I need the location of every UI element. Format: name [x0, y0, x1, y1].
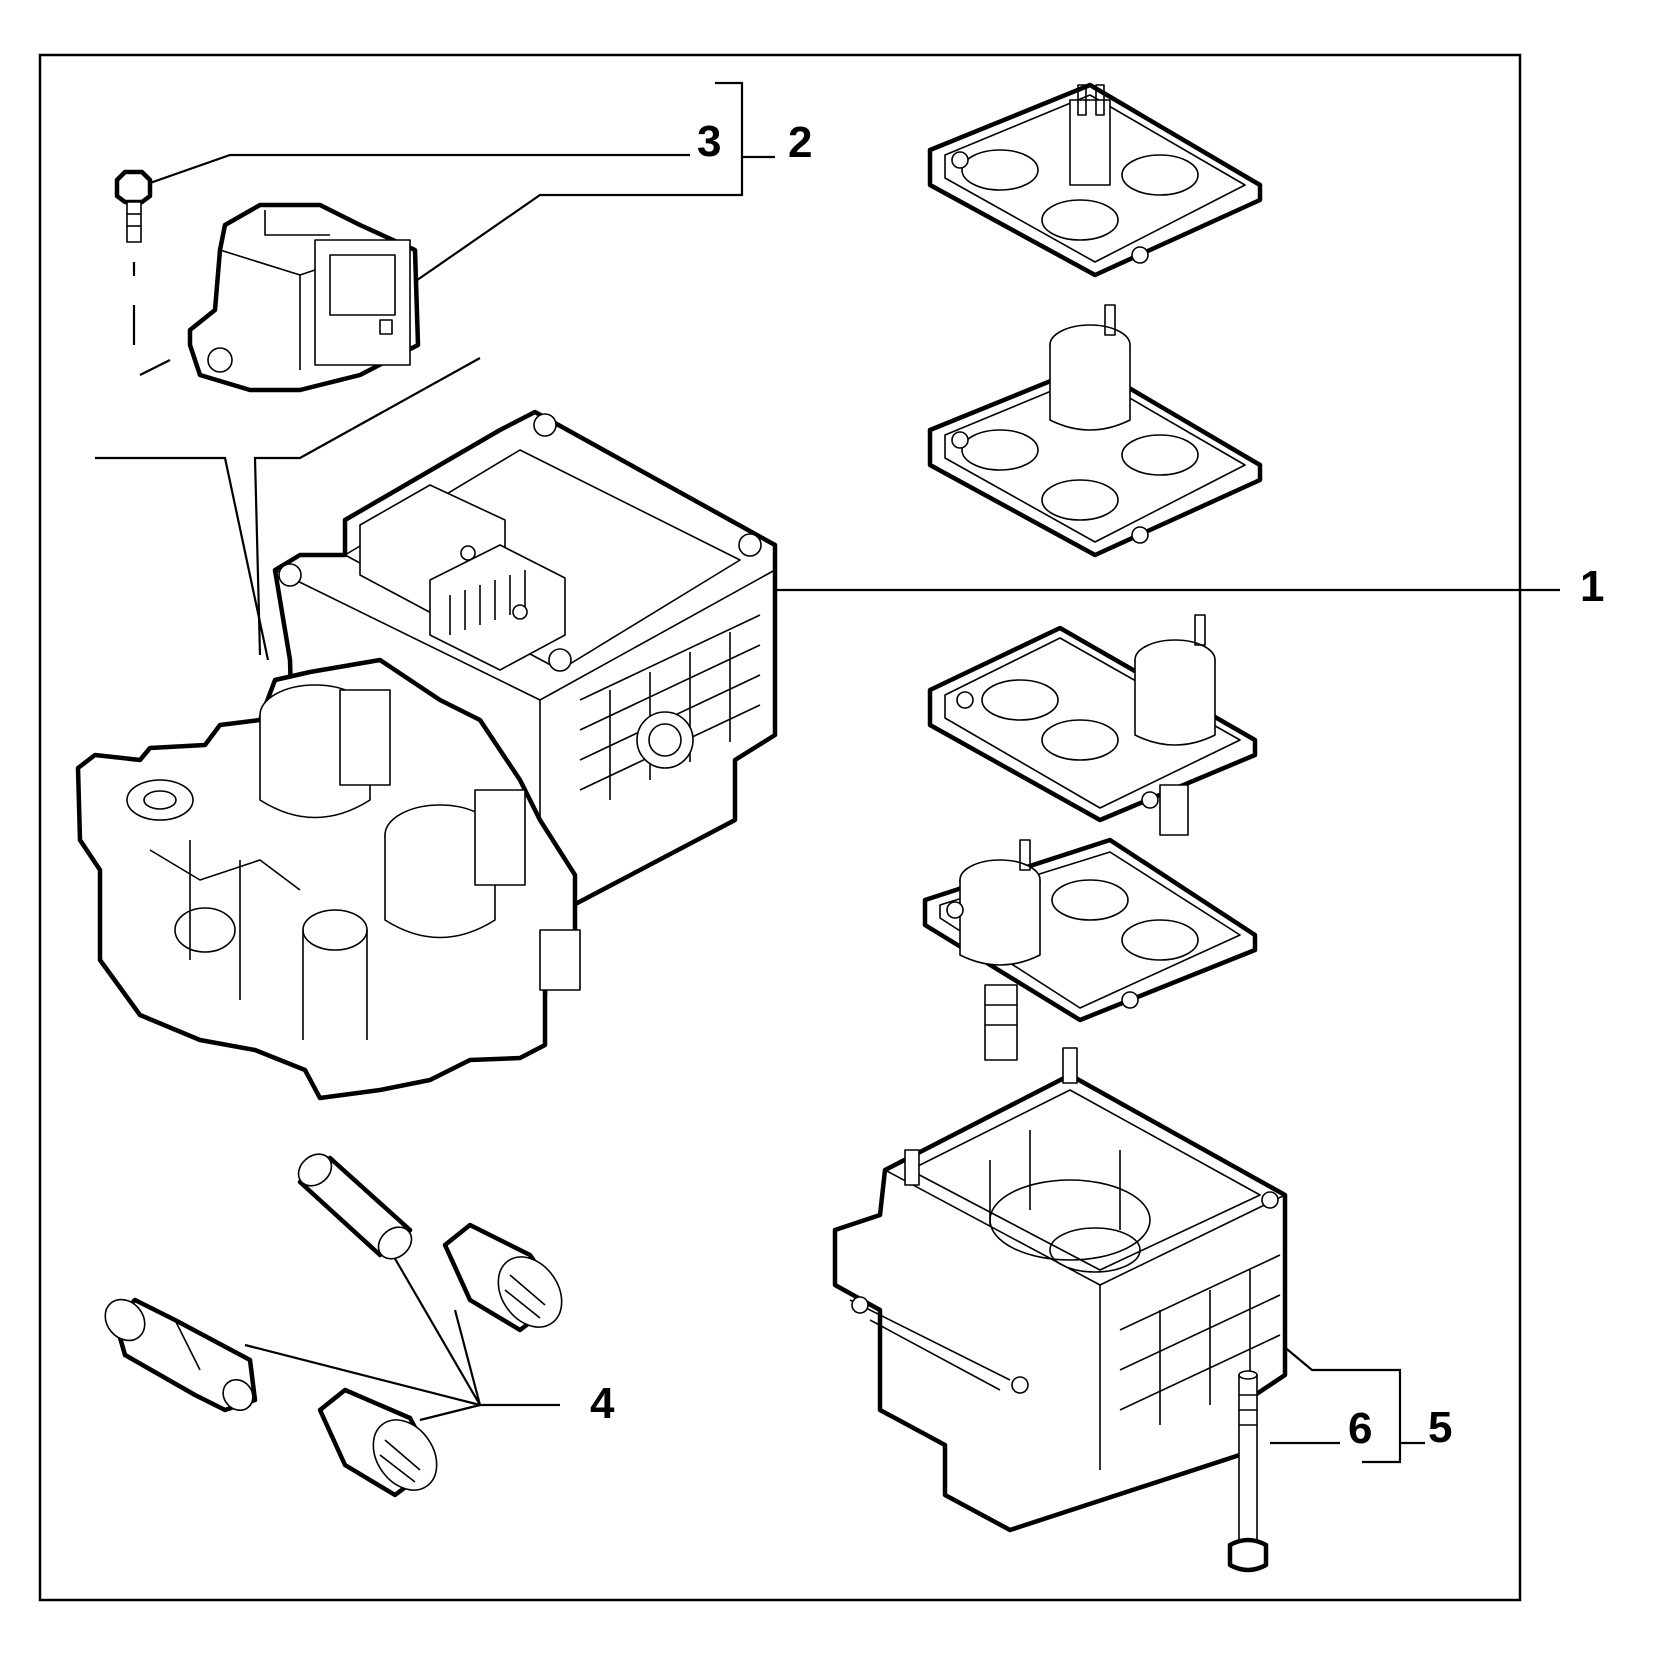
sensor-part-2	[187, 202, 421, 393]
valve-plate-1	[927, 82, 1263, 278]
callout-5: 5	[1428, 1403, 1452, 1452]
valve-plate-3	[927, 614, 1258, 836]
main-actuator-unit	[75, 409, 778, 1101]
callout-3: 3	[697, 117, 721, 166]
solenoid-cylinders	[259, 684, 526, 939]
connector-block	[359, 484, 566, 671]
callout-6: 6	[1348, 1404, 1372, 1453]
leader-lines	[95, 81, 1560, 1464]
housing-part-6	[832, 1047, 1288, 1533]
callout-1: 1	[1580, 562, 1604, 611]
callout-2: 2	[788, 118, 812, 167]
diagram-frame	[38, 53, 1522, 1602]
callout-4: 4	[590, 1379, 615, 1428]
valve-plate-2	[927, 304, 1263, 558]
bolt-part-5	[1227, 1370, 1269, 1573]
small-parts-part-4	[104, 1153, 563, 1498]
screw-part-3	[114, 169, 171, 376]
valve-plate-4	[922, 837, 1258, 1061]
